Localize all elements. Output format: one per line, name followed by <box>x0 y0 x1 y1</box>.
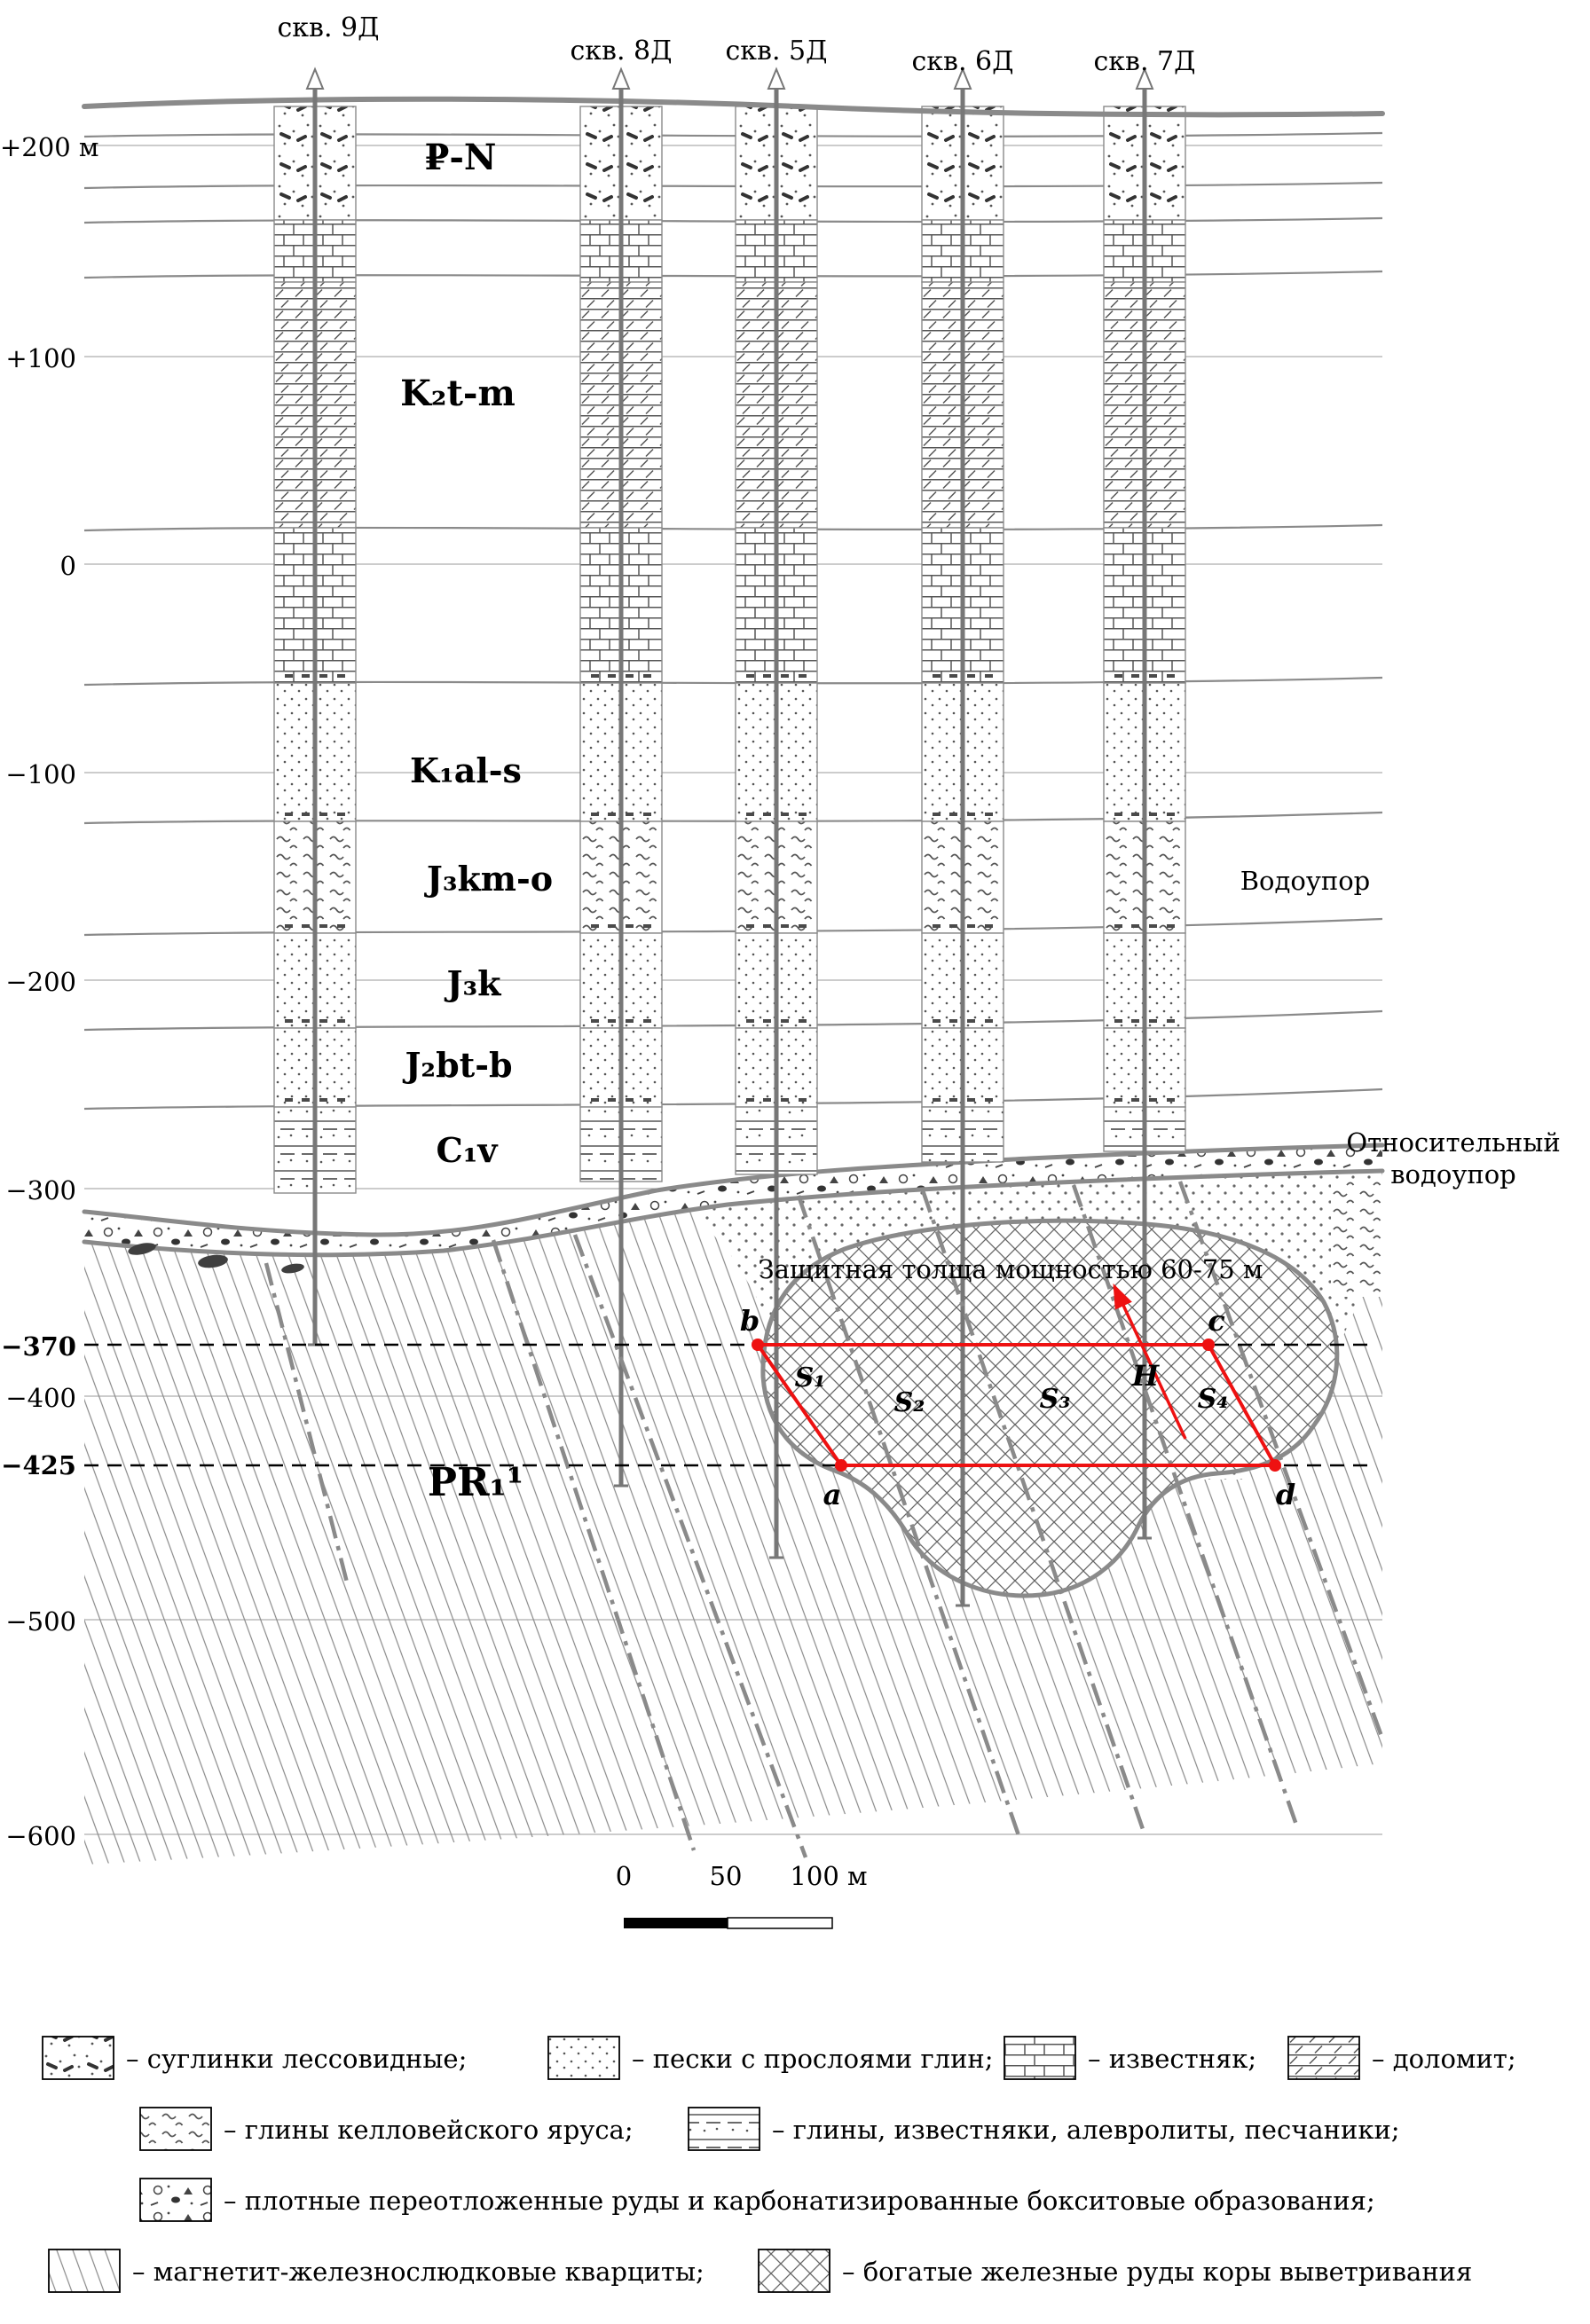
fault-lines <box>264 1181 1385 1858</box>
stratum-label-j3k: J₃k <box>446 963 501 1003</box>
thickness-arrow <box>1113 1283 1187 1440</box>
depth-tick-label-370: −370 <box>1 1331 76 1362</box>
thickness-label-h: H <box>1131 1359 1160 1393</box>
corner-label-c: c <box>1208 1304 1225 1338</box>
legend-swatch-callovian-clay <box>139 2107 212 2151</box>
ground-surface-line <box>82 96 1385 118</box>
legend-item-label: – пески с прослоями глин; <box>632 2044 994 2074</box>
depth-tick-label: 0 <box>59 551 76 581</box>
scale-tick-0: 0 <box>615 1861 633 1891</box>
stratum-label-k1als: K₁al-s <box>410 750 522 790</box>
ore-area-s1: S₁ <box>794 1362 826 1394</box>
ore-area-s4: S₄ <box>1197 1384 1229 1415</box>
stratum-label-k2tm: K₂t-m <box>400 373 516 414</box>
borehole-columns <box>273 106 1186 1194</box>
stratum-label-pr1: PR₁¹ <box>427 1460 524 1505</box>
depth-tick-label: −300 <box>5 1175 76 1205</box>
annotation-protective-layer: Защитная толща мощностью 60-75 м <box>758 1254 1263 1284</box>
legend-swatch-bauxite-ore <box>139 2178 212 2222</box>
borehole-rods <box>306 68 1153 1607</box>
legend-swatch-rich-iron-ore <box>758 2249 830 2293</box>
borehole-label-9d: скв. 9Д <box>277 12 380 43</box>
depth-tick-label: −500 <box>5 1606 76 1637</box>
borehole-label-5d: скв. 5Д <box>725 35 828 67</box>
annotation-aquitard: Водоупор <box>1240 866 1371 896</box>
stratum-label-c1v: C₁v <box>436 1130 498 1170</box>
depth-tick-label: +100 <box>5 343 76 373</box>
corner-label-b: b <box>739 1304 760 1338</box>
corner-label-a: a <box>823 1478 842 1511</box>
legend-swatch-sand <box>547 2036 620 2080</box>
depth-tick-label: −400 <box>5 1383 76 1413</box>
design-contour <box>752 1283 1281 1472</box>
scale-tick-50: 50 <box>709 1861 743 1891</box>
legend-swatch-quartzite <box>48 2249 121 2293</box>
borehole-label-8d: скв. 8Д <box>570 35 673 67</box>
ore-area-s3: S₃ <box>1039 1384 1071 1415</box>
legend-item-label: – известняк; <box>1088 2044 1257 2074</box>
legend-swatch-loam <box>42 2036 114 2080</box>
scale-tick-100: 100 м <box>790 1861 868 1891</box>
depth-tick-label-425: −425 <box>1 1450 76 1480</box>
stratum-label-pn: ₽-N <box>424 137 497 178</box>
unconformity-band <box>82 1142 1385 1297</box>
borehole-label-7d: скв. 7Д <box>1093 46 1196 77</box>
stratum-label-j3kmo: J₃km-o <box>426 859 554 899</box>
legend-item-label: – доломит; <box>1372 2044 1516 2074</box>
annotation-relative-aquitard: Относительный водоупор <box>1346 1127 1561 1190</box>
depth-tick-label: −200 <box>5 967 76 997</box>
borehole-label-6d: скв. 6Д <box>911 46 1014 77</box>
depth-tick-label: −100 <box>5 759 76 789</box>
legend-swatch-clay-limestone-siltstone <box>688 2107 760 2151</box>
legend-swatch-limestone <box>1004 2036 1076 2080</box>
legend-item-label: – глины келловейского яруса; <box>224 2115 634 2145</box>
legend-item-label: – богатые железные руды коры выветривани… <box>842 2257 1473 2287</box>
legend-swatch-dolomite <box>1287 2036 1360 2080</box>
legend-item-label: – глины, известняки, алевролиты, песчани… <box>772 2115 1400 2145</box>
depth-tick-label: +200 м <box>0 132 99 162</box>
scale-bar <box>624 1917 833 1929</box>
rich-ore-body <box>760 1218 1340 1598</box>
depth-tick-label: −600 <box>5 1821 76 1851</box>
stratum-label-j2btb: J₂bt-b <box>405 1045 513 1085</box>
legend-item-label: – суглинки лессовидные; <box>126 2044 468 2074</box>
ore-area-s2: S₂ <box>893 1387 925 1418</box>
legend-swatches <box>42 2036 1360 2293</box>
legend-item-label: – плотные переотложенные руды и карбонат… <box>224 2186 1375 2216</box>
legend-item-label: – магнетит-железнослюдковые кварциты; <box>132 2257 704 2287</box>
corner-label-d: d <box>1275 1478 1296 1511</box>
